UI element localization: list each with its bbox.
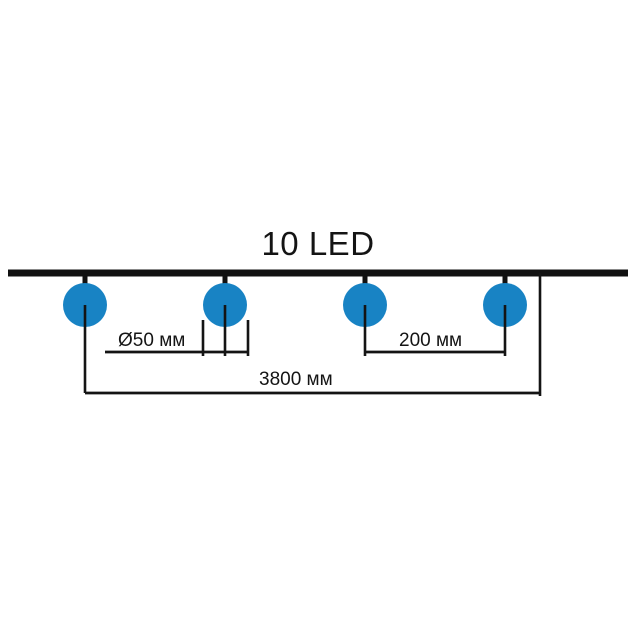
total-length-dimension-label: 3800 мм	[259, 369, 333, 390]
diagram-title: 10 LED	[261, 225, 374, 262]
spacing-dimension-label: 200 мм	[399, 330, 462, 351]
diameter-dimension-label: Ø50 мм	[118, 330, 185, 351]
